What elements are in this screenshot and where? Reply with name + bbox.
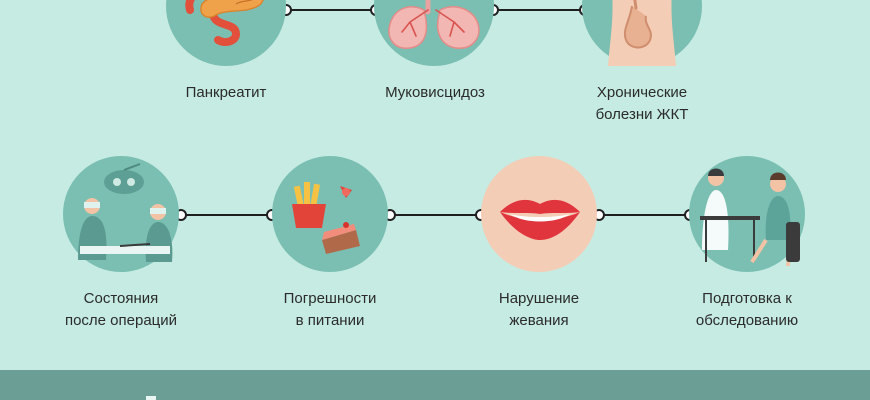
label-cystic-fibrosis: Муковисцидоз — [385, 84, 485, 101]
connector-row2-b — [384, 209, 487, 221]
stomach-icon — [582, 0, 702, 66]
label-chewing-disorder: Нарушение жевания — [498, 290, 580, 329]
connector-row2-a — [175, 209, 278, 221]
connector-row1-a — [280, 4, 382, 16]
connector-row1-b — [487, 4, 591, 16]
lungs-icon — [374, 0, 494, 66]
fastfood-icon — [272, 156, 388, 272]
label-exam-preparation: Подготовка к обследованию — [695, 290, 799, 329]
footer-bar — [0, 370, 870, 400]
lips-icon — [481, 156, 597, 272]
label-pancreatitis: Панкреатит — [185, 84, 267, 101]
consultation-icon — [689, 156, 805, 272]
connector-row2-c — [593, 209, 696, 221]
footer-text-fragment — [146, 396, 156, 400]
label-post-surgery: Состояния после операций — [64, 290, 178, 329]
label-diet-errors: Погрешности в питании — [283, 290, 377, 329]
pancreas-icon — [166, 0, 286, 66]
surgery-icon — [63, 156, 179, 272]
label-chronic-gi-diseases: Хронические болезни ЖКТ — [595, 84, 689, 123]
